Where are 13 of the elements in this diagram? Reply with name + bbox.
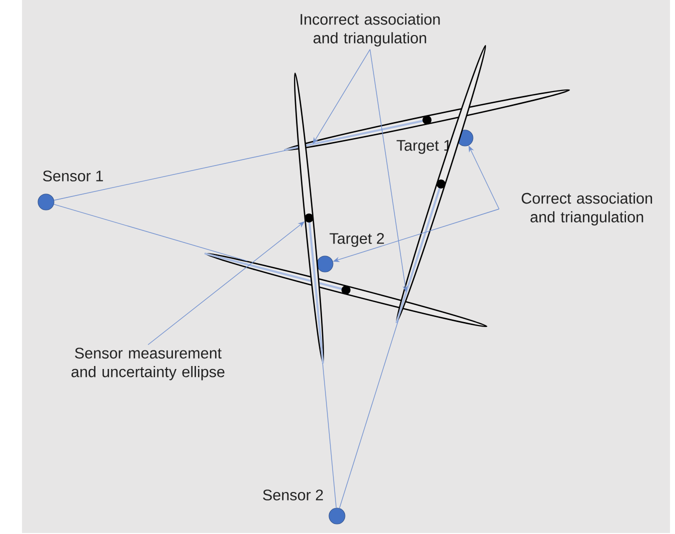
line-of-sight <box>339 320 399 508</box>
line-of-sight <box>54 150 286 201</box>
target-label: Target 2 <box>330 233 384 247</box>
annotation-text: Incorrect association and triangulation <box>300 14 440 46</box>
sensor-label: Sensor 2 <box>263 490 323 500</box>
annotation-text: Correct association and triangulation <box>522 192 652 226</box>
location-dot <box>316 256 334 272</box>
location-dot <box>38 194 54 210</box>
line-of-sight <box>322 362 337 508</box>
location-dot <box>328 508 346 524</box>
sensor-label: Sensor 1 <box>43 170 103 182</box>
line-of-sight <box>54 204 248 262</box>
annotation-text: Sensor measurement and uncertainty ellipse <box>72 348 224 380</box>
